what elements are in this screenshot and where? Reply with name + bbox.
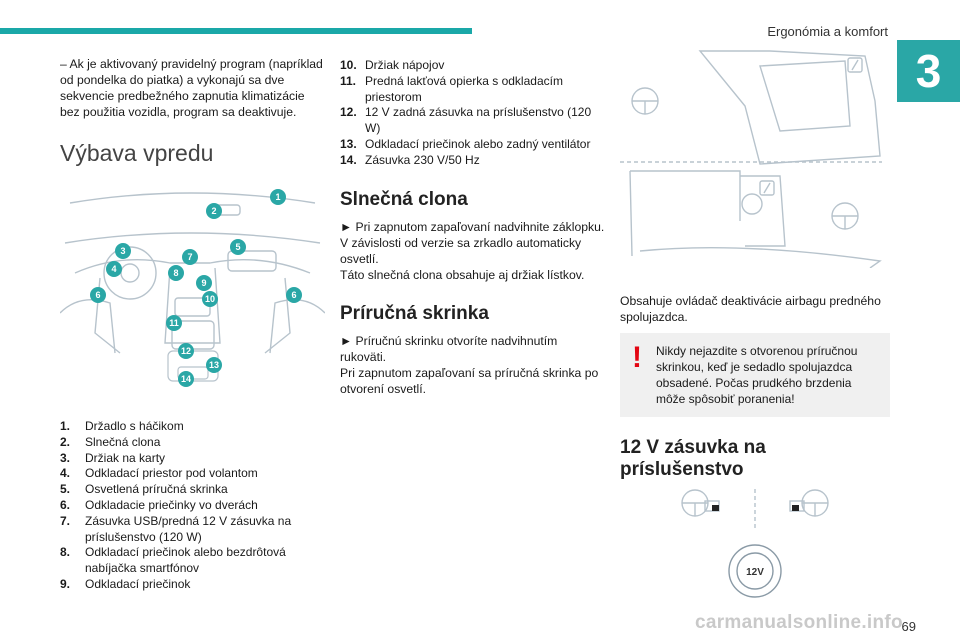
callout-badge-14: 14 xyxy=(178,371,194,387)
list-item: 6.Odkladacie priečinky vo dverách xyxy=(60,497,258,512)
callout-badge-2: 2 xyxy=(206,203,222,219)
list-item: 13.Odkladací priečinok alebo zadný venti… xyxy=(340,136,591,151)
callout-badge-8: 8 xyxy=(168,265,184,281)
callout-badge-11: 11 xyxy=(166,315,182,331)
column-1: – Ak je aktivovaný pravidelný program (n… xyxy=(59,56,326,593)
callout-badge-5: 5 xyxy=(230,239,246,255)
callout-badge-4: 4 xyxy=(106,261,122,277)
list-item: 2.Slnečná clona xyxy=(60,434,161,449)
warning-icon: ! xyxy=(632,341,642,374)
list-item: 8.Odkladací priečinok alebo bezdrôtová n… xyxy=(60,545,286,576)
callout-badge-3: 3 xyxy=(115,243,131,259)
callout-badge-13: 13 xyxy=(206,357,222,373)
front-interior-illustration: 1 2 3 4 5 6 6 7 8 9 10 11 12 13 14 xyxy=(59,183,326,397)
equipment-list-part-1: 1.Držadlo s háčikom 2.Slnečná clona 3.Dr… xyxy=(60,419,325,593)
watermark: carmanualsonline.info xyxy=(695,612,903,633)
list-item: 5.Osvetlená príručná skrinka xyxy=(60,482,228,497)
equipment-list-part-2: 10.Držiak nápojov 11.Predná lakťová opie… xyxy=(340,58,605,169)
glovebox-note: Pri zapnutom zapaľovaní sa príručná skri… xyxy=(340,365,599,396)
glovebox-text: ► Príručnú skrinku otvoríte nadvihnutím … xyxy=(340,333,558,364)
page-number: 69 xyxy=(901,619,916,634)
glovebox-illustration xyxy=(620,50,882,269)
callout-badge-9: 9 xyxy=(196,275,212,291)
intro-paragraph: – Ak je aktivovaný pravidelný program (n… xyxy=(60,57,323,119)
socket-illustration: 12V xyxy=(681,489,829,598)
list-item: 3.Držiak na karty xyxy=(60,450,166,465)
warning-box: ! Nikdy nejazdite s otvorenou príručnou … xyxy=(620,333,890,417)
glovebox-heading: Príručná skrinka xyxy=(340,302,489,324)
front-equipment-heading: Výbava vpredu xyxy=(60,140,214,166)
list-item: 4.Odkladací priestor pod volantom xyxy=(60,466,258,481)
callout-badge-6-right: 6 xyxy=(286,287,302,303)
callout-badge-7: 7 xyxy=(182,249,198,265)
airbag-switch-text: Obsahuje ovládač deaktivácie airbagu pre… xyxy=(620,294,881,324)
list-item: 7.Zásuvka USB/predná 12 V zásuvka na prí… xyxy=(60,513,292,544)
list-item: 10.Držiak nápojov xyxy=(340,58,445,72)
chapter-number: 3 xyxy=(897,40,960,102)
callout-badge-10: 10 xyxy=(202,291,218,307)
list-item: 12.12 V zadná zásuvka na príslušenstvo (… xyxy=(340,105,592,136)
callout-badge-1: 1 xyxy=(270,189,286,205)
warning-text: Nikdy nejazdite s otvorenou príručnou sk… xyxy=(656,344,858,406)
column-3: Obsahuje ovládač deaktivácie airbagu pre… xyxy=(620,46,890,604)
sun-visor-heading: Slnečná clona xyxy=(340,188,468,210)
socket-label: 12V xyxy=(746,567,764,578)
sun-visor-note: Táto slnečná clona obsahuje aj držiak lí… xyxy=(340,267,585,282)
list-item: 11.Predná lakťová opierka s odkladacím p… xyxy=(340,73,563,104)
column-2: 10.Držiak nápojov 11.Predná lakťová opie… xyxy=(340,58,605,397)
socket-heading: 12 V zásuvka na príslušenstvo xyxy=(620,437,766,480)
list-item: 14.Zásuvka 230 V/50 Hz xyxy=(340,152,480,167)
list-item: 1.Držadlo s háčikom xyxy=(60,419,184,433)
section-title: Ergonómia a komfort xyxy=(767,24,888,39)
sun-visor-text: ► Pri zapnutom zapaľovaní nadvihnite zák… xyxy=(340,219,605,266)
callout-badge-12: 12 xyxy=(178,343,194,359)
callout-badge-6-left: 6 xyxy=(90,287,106,303)
header-accent-bar xyxy=(0,28,472,34)
list-item: 9.Odkladací priečinok xyxy=(60,576,191,591)
